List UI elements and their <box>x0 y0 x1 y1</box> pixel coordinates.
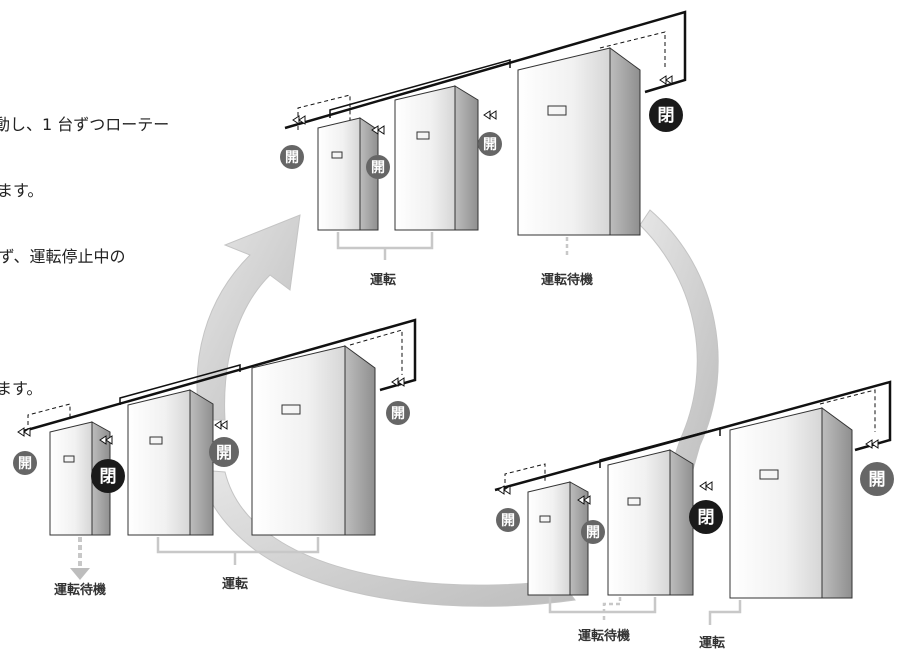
unit-right-3-side <box>821 407 853 599</box>
badge-top-3-label: 開 <box>483 137 497 153</box>
drain-right-running <box>708 600 742 625</box>
badge-left-3-label: 開 <box>216 443 232 462</box>
unit-right-2-handle <box>627 497 641 506</box>
badge-right-2-label: 開 <box>586 525 600 541</box>
unit-top-3-handle <box>547 105 567 116</box>
valve-top-2 <box>371 125 385 135</box>
drain-top-running <box>336 232 434 250</box>
unit-top-2-side <box>454 85 479 231</box>
signal-line-top-3 <box>599 31 666 70</box>
drain-right-standby <box>602 597 622 622</box>
caption-left-running: 運転 <box>222 576 248 592</box>
pipe-right-inner <box>599 427 721 468</box>
unit-group-right: 開 開 閉 開 運転待機 運転 <box>494 380 894 651</box>
unit-right-3 <box>729 407 823 599</box>
badge-top-1-open <box>280 145 304 169</box>
unit-top-3-side <box>609 47 641 236</box>
badge-right-4-label: 開 <box>869 470 886 490</box>
badge-top-2-label: 開 <box>371 160 385 176</box>
unit-left-2 <box>127 389 191 536</box>
valve-left-1 <box>17 427 31 437</box>
unit-right-2-side <box>669 449 694 596</box>
caption-left-standby: 運転待機 <box>54 582 106 598</box>
pipe-top <box>284 10 687 130</box>
unit-left-3 <box>251 345 346 536</box>
signal-line-left-3 <box>349 329 403 375</box>
valve-right-1 <box>497 485 511 495</box>
caption-right-running: 運転 <box>699 635 725 651</box>
badge-right-4-open <box>860 462 894 496</box>
unit-top-1 <box>317 117 361 231</box>
unit-top-2 <box>394 85 456 231</box>
valve-left-3 <box>214 420 228 430</box>
unit-right-3-handle <box>759 469 779 480</box>
valve-right-4 <box>865 439 879 449</box>
rotation-arrow-left <box>196 214 301 421</box>
unit-right-2 <box>607 449 671 596</box>
valve-right-3 <box>699 481 713 491</box>
unit-top-1-handle <box>331 151 343 159</box>
unit-right-1-side <box>569 481 589 596</box>
badge-left-2-closed <box>91 459 125 493</box>
badge-right-3-label: 閉 <box>698 508 715 528</box>
caption-right-standby: 運転待機 <box>578 628 630 644</box>
intro-text: 連動し、1 台ずつローテー ます。 らず、運転停止中の ます。 <box>0 70 270 422</box>
unit-left-1 <box>49 421 93 536</box>
unit-left-2-side <box>189 389 214 536</box>
unit-left-1-handle <box>63 455 75 463</box>
unit-top-3 <box>517 47 611 236</box>
badge-left-1-label: 開 <box>18 456 32 472</box>
badge-top-3-open <box>478 132 502 156</box>
valve-left-4 <box>391 377 405 387</box>
caption-top-running: 運転 <box>370 272 396 288</box>
badge-left-2-label: 閉 <box>100 467 117 487</box>
signal-line-left <box>27 403 71 432</box>
badge-left-3-open <box>209 437 239 467</box>
unit-right-1-handle <box>539 515 551 523</box>
unit-top-2-handle <box>416 131 430 140</box>
badge-left-4-label: 開 <box>391 406 405 422</box>
badge-right-3-closed <box>689 500 723 534</box>
signal-line-right <box>504 463 546 490</box>
pipe-left-inner <box>119 364 241 405</box>
unit-group-top: 開 開 開 閉 運転 運転待機 <box>280 10 687 288</box>
badge-left-1-open <box>13 451 37 475</box>
badge-top-1-label: 開 <box>285 150 299 166</box>
badge-left-4-open <box>386 401 410 425</box>
intro-line-2: ます。 <box>0 181 44 200</box>
caption-top-standby: 運転待機 <box>541 272 593 288</box>
badge-right-1-label: 開 <box>501 513 515 529</box>
drain-right-1 <box>548 597 657 614</box>
badge-right-2-open <box>581 520 605 544</box>
drain-left-standby-arrow <box>70 568 90 580</box>
valve-left-2 <box>99 435 113 445</box>
badge-top-4-label: 閉 <box>658 106 675 126</box>
unit-right-1 <box>527 481 571 596</box>
valve-top-3 <box>483 110 497 120</box>
signal-line-right-3 <box>819 389 876 432</box>
valve-right-2 <box>577 495 591 505</box>
unit-left-2-handle <box>149 436 163 445</box>
unit-left-3-side <box>344 345 376 536</box>
badge-top-2-open <box>366 155 390 179</box>
intro-line-3: らず、運転停止中の <box>0 247 126 266</box>
unit-group-left: 開 閉 開 開 運転待機 運転 <box>13 318 417 598</box>
intro-line-1: 連動し、1 台ずつローテー <box>0 115 170 134</box>
drain-left-running <box>156 537 320 554</box>
badge-top-4-closed <box>649 98 683 132</box>
valve-top-1 <box>292 115 306 125</box>
pipe-top-inner <box>329 59 511 118</box>
valve-top-4 <box>659 75 673 85</box>
intro-line-5: ます。 <box>0 379 43 398</box>
badge-right-1-open <box>496 508 520 532</box>
unit-left-3-handle <box>281 404 301 415</box>
